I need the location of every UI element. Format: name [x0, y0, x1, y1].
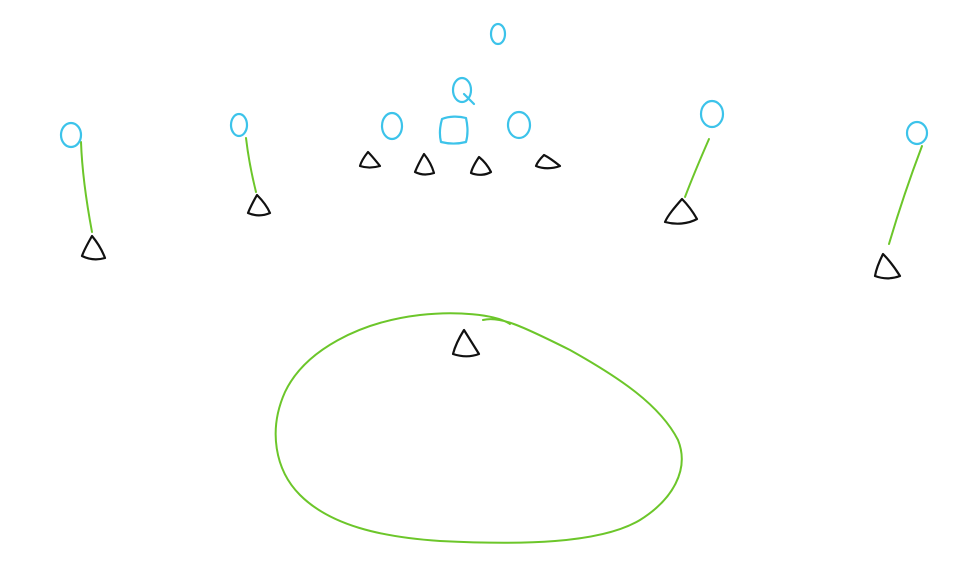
defender-safety [451, 328, 481, 358]
defender-end-right [534, 153, 562, 170]
lineman-right [506, 110, 532, 140]
coverage-line-right-slot [684, 138, 710, 198]
defender-corner-left [80, 234, 107, 261]
defender-end-left [358, 150, 382, 169]
receiver-slot-left [229, 112, 249, 138]
offense-players [59, 22, 929, 149]
defense-players [80, 150, 902, 358]
defender-tackle-right [469, 155, 493, 176]
defender-tackle-left [413, 152, 436, 176]
coverage-lines [80, 137, 923, 544]
defender-nickel-left [246, 193, 272, 217]
receiver-outside-right [905, 120, 929, 146]
lineman-left [380, 111, 404, 141]
coverage-line-left-outside [80, 141, 93, 233]
quarterback [451, 76, 476, 106]
quarterback-circle [451, 76, 473, 104]
receiver-outside-left [59, 121, 83, 149]
defender-nickel-right [663, 197, 699, 225]
coverage-line-right-outside [888, 145, 923, 245]
running-back [489, 22, 507, 46]
quarterback-tail [462, 92, 476, 106]
receiver-slot-right [699, 99, 725, 129]
defender-corner-right [873, 252, 902, 280]
center-square [438, 115, 469, 145]
coverage-line-left-slot [245, 137, 257, 193]
coverage-zone-deep [274, 312, 683, 544]
